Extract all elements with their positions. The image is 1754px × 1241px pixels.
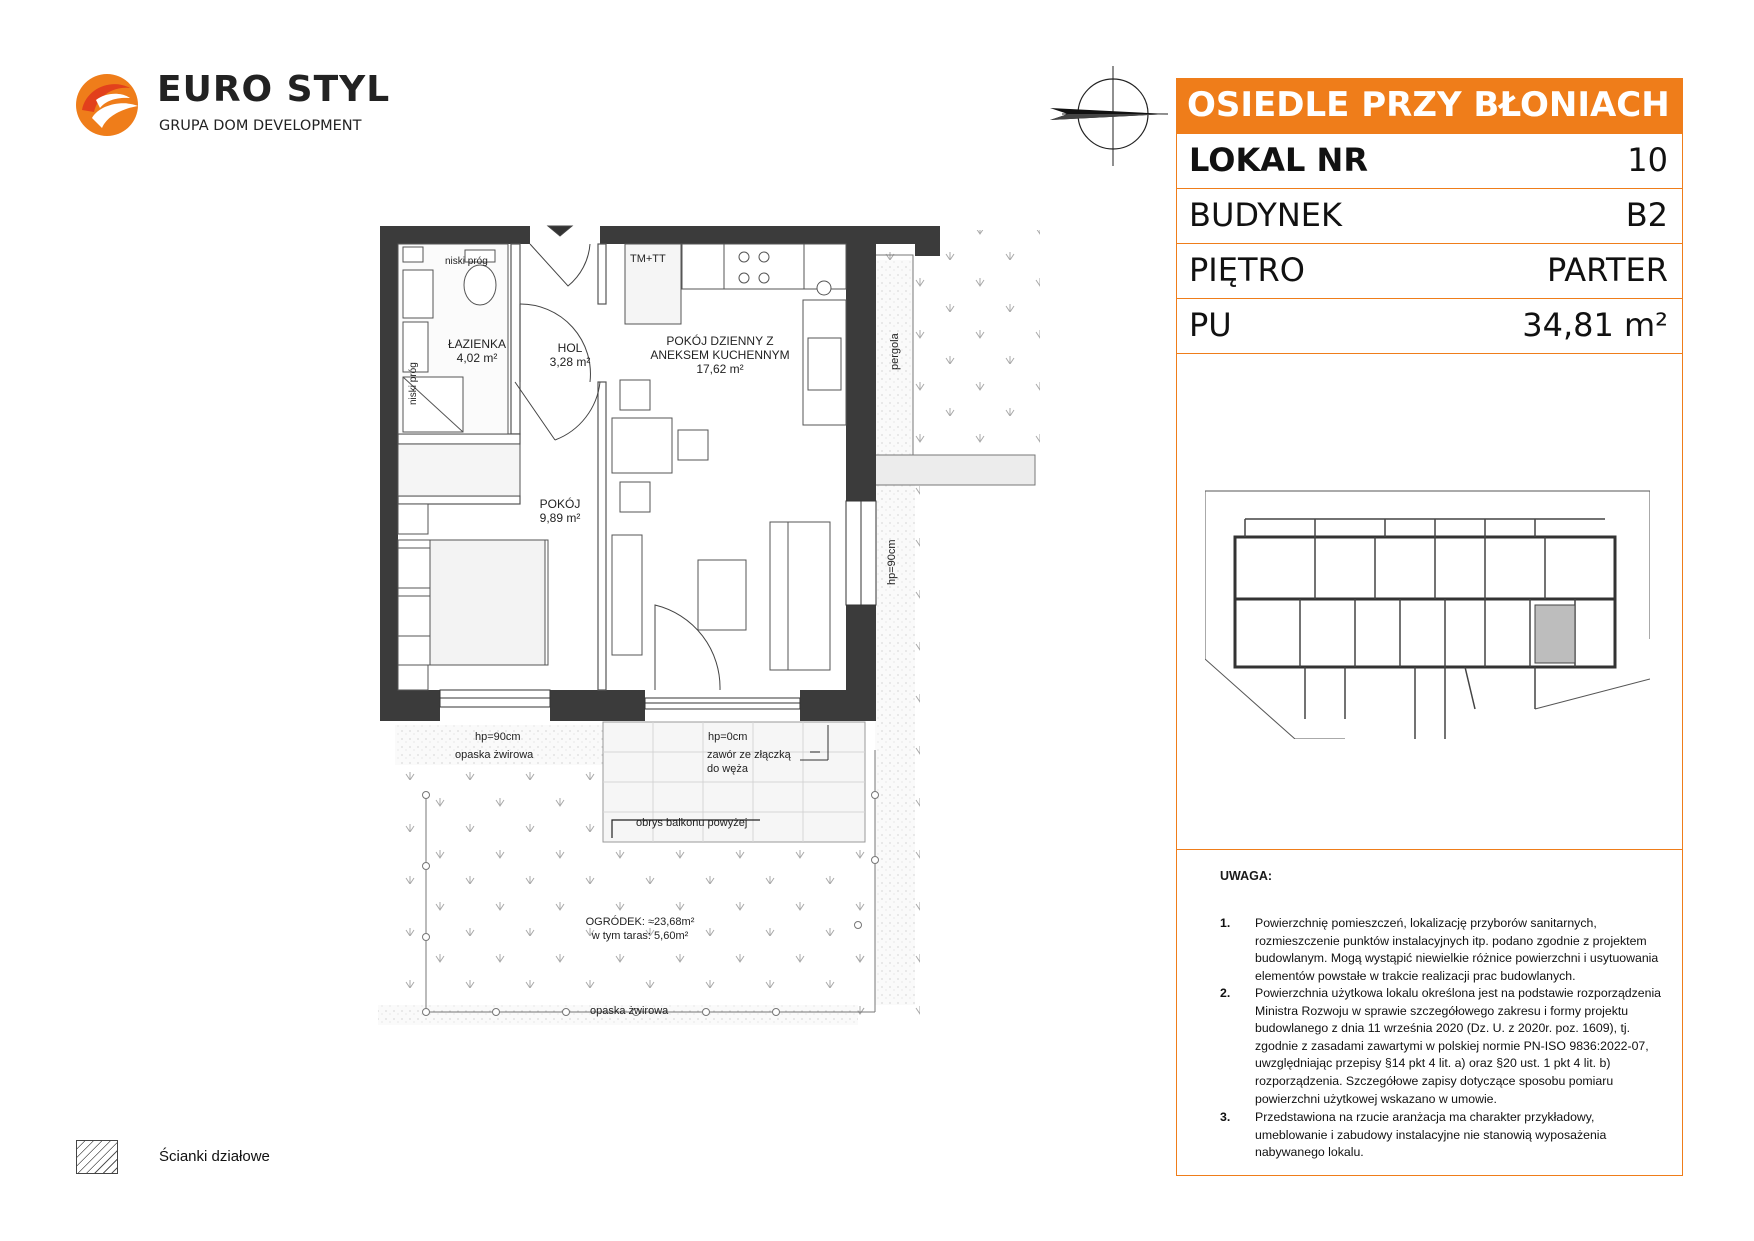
- notes-title: UWAGA:: [1220, 869, 1273, 883]
- info-key: BUDYNEK: [1189, 196, 1342, 234]
- label-opaska-bottom: opaska żwirowa: [590, 1005, 669, 1017]
- note-line: nabywanego lokalu.: [1255, 1145, 1364, 1160]
- room-area-hol: 3,28 m²: [550, 355, 591, 369]
- note-text: Powierzchnia użytkowa lokalu określona j…: [1255, 985, 1680, 1108]
- info-panel: OSIEDLE PRZY BŁONIACH LOKAL NR 10 BUDYNE…: [1176, 78, 1683, 1176]
- info-row-pu: PU 34,81 m²: [1177, 299, 1682, 354]
- label-zawor-2: do węża: [707, 763, 749, 775]
- info-key: PU: [1189, 306, 1232, 344]
- label-ogrodek: OGRÓDEK: ≈23,68m²: [586, 915, 695, 928]
- room-name-pokoj: POKÓJ: [540, 496, 581, 511]
- label-obrys-balkonu: obrys balkonu powyżej: [636, 817, 747, 829]
- brand-tagline: GRUPA DOM DEVELOPMENT: [159, 118, 362, 134]
- label-opaska-top: opaska żwirowa: [455, 749, 534, 761]
- room-area-living: 17,62 m²: [696, 362, 743, 376]
- info-value: PARTER: [1546, 251, 1668, 289]
- info-value: 10: [1627, 141, 1668, 179]
- label-tm-tt: TM+TT: [630, 253, 666, 265]
- note-line: rozmieszczenie punktów instalacyjnych it…: [1255, 933, 1647, 948]
- note-text: Powierzchnię pomieszczeń, lokalizację pr…: [1255, 915, 1680, 985]
- partition-wall-legend-icon: [76, 1140, 118, 1174]
- note-line: umeblowanie i zabudowy instalacyjne nie …: [1255, 1127, 1607, 1142]
- note-line: zgodnie z zasadami zawartymi w polskiej …: [1255, 1038, 1649, 1053]
- estate-title: OSIEDLE PRZY BŁONIACH: [1187, 85, 1670, 125]
- label-niski-prog-side: niski próg: [408, 362, 419, 405]
- note-line: rozporządzenia. Szczegółowe zapisy dotyc…: [1255, 1073, 1614, 1088]
- info-row-pietro: PIĘTRO PARTER: [1177, 244, 1682, 299]
- note-line: Powierzchnię pomieszczeń, lokalizację pr…: [1255, 916, 1597, 930]
- outer-walls: [380, 226, 940, 721]
- north-arrow-icon: [1050, 66, 1168, 166]
- floor-plan: ŁAZIENKA 4,02 m² HOL 3,28 m² POKÓJ DZIEN…: [378, 225, 1040, 1030]
- info-value: B2: [1625, 196, 1668, 234]
- note-number: 1.: [1220, 916, 1231, 930]
- info-key: PIĘTRO: [1189, 251, 1305, 289]
- note-line: budowlanym. Mogą wystąpić niewielkie róż…: [1255, 951, 1659, 966]
- label-taras: w tym taras: 5,60m²: [591, 930, 689, 942]
- note-line: Przedstawiona na rzucie aranżacja ma cha…: [1255, 1110, 1595, 1124]
- room-area-lazienka: 4,02 m²: [457, 351, 498, 365]
- label-hp-door: hp=0cm: [708, 731, 747, 743]
- note-line: uwzględniając przepisy §14 pkt 4 lit. a)…: [1255, 1056, 1611, 1071]
- room-area-pokoj: 9,89 m²: [540, 511, 581, 525]
- brand-name: EURO STYL: [157, 69, 391, 110]
- note-line: elementów powstałe w trakcie realizacji …: [1255, 968, 1576, 983]
- info-value: 34,81 m²: [1522, 306, 1668, 344]
- info-row-lokal: LOKAL NR 10: [1177, 134, 1682, 189]
- building-key-plan: [1205, 490, 1650, 739]
- info-row-budynek: BUDYNEK B2: [1177, 189, 1682, 244]
- note-number: 3.: [1220, 1110, 1231, 1124]
- label-zawor-1: zawór ze złączką: [707, 749, 792, 761]
- legend-label: Ścianki działowe: [159, 1148, 270, 1165]
- room-name-living-2: ANEKSEM KUCHENNYM: [650, 348, 789, 362]
- label-hp-window: hp=90cm: [475, 731, 521, 743]
- panel-header: OSIEDLE PRZY BŁONIACH: [1177, 79, 1682, 134]
- note-line: powierzchni użytkowej wskazano w umowie.: [1255, 1091, 1497, 1106]
- note-line: Ministra Rozwoju w sprawie szczegółowego…: [1255, 1003, 1629, 1018]
- eurostyl-logo-icon: [76, 74, 138, 136]
- note-line: budowlanego z dnia 11 września 2020 (Dz.…: [1255, 1021, 1631, 1036]
- note-text: Przedstawiona na rzucie aranżacja ma cha…: [1255, 1109, 1680, 1162]
- note-line: Powierzchnia użytkowa lokalu określona j…: [1255, 986, 1662, 1000]
- label-pergola: pergola: [889, 332, 901, 370]
- label-niski-prog: niski próg: [445, 256, 488, 267]
- info-key: LOKAL NR: [1189, 141, 1368, 179]
- notes-divider: [1177, 849, 1682, 850]
- room-name-hol: HOL: [558, 341, 583, 355]
- room-name-lazienka: ŁAZIENKA: [448, 337, 506, 351]
- room-name-living: POKÓJ DZIENNY Z: [666, 333, 773, 348]
- label-hp-right: hp=90cm: [886, 539, 898, 585]
- terrace: [602, 721, 866, 843]
- note-number: 2.: [1220, 986, 1231, 1000]
